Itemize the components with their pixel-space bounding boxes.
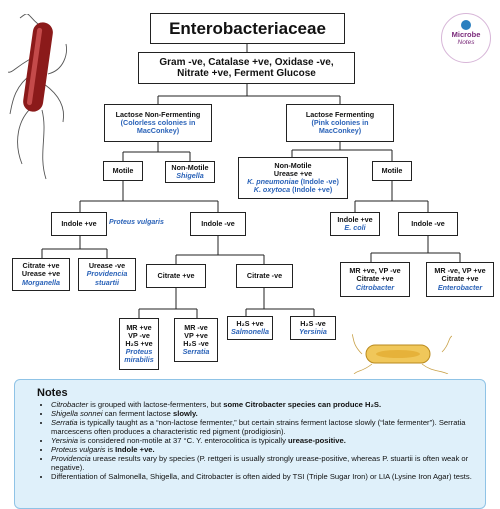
- organism-name: Yersinia: [299, 327, 327, 336]
- box-label: Non-Motile: [274, 160, 312, 170]
- motile-left-box: Motile: [103, 161, 143, 181]
- box-label: MR +ve, VP -ve: [349, 266, 401, 276]
- box-label: Citrate +ve: [441, 274, 479, 284]
- indole-negative-right-box: Indole -ve: [398, 212, 458, 236]
- enterobacter-box: MR -ve, VP +ve Citrate +ve Enterobacter: [426, 262, 494, 297]
- indole-positive-left-box: Indole +ve: [51, 212, 107, 236]
- lactose-non-fermenting-box: Lactose Non-Fermenting (Colorless coloni…: [104, 104, 212, 142]
- globe-icon: [461, 20, 471, 30]
- box-label: VP +ve: [184, 330, 208, 340]
- note-item: Providencia urease results vary by speci…: [51, 454, 475, 473]
- box-label: Urease +ve: [21, 269, 61, 279]
- motile-right-box: Motile: [372, 161, 412, 181]
- organism-name: Serratia: [182, 347, 210, 357]
- citrate-negative-box: Citrate -ve: [236, 264, 293, 288]
- logo-subtext: Notes: [457, 39, 475, 46]
- box-heading: Lactose Non-Fermenting: [115, 109, 201, 119]
- box-label: Motile: [381, 165, 403, 175]
- lactose-fermenting-box: Lactose Fermenting (Pink colonies in Mac…: [286, 104, 394, 142]
- box-label: MR +ve: [126, 322, 152, 332]
- organism-name: Salmonella: [231, 327, 269, 336]
- citrate-positive-box: Citrate +ve: [146, 264, 206, 288]
- organism-name: Morganella: [22, 277, 60, 287]
- organism-note: (Indole +ve): [290, 185, 333, 195]
- box-sub: MacConkey): [318, 126, 362, 136]
- yersinia-box: H₂S -ve Yersinia: [290, 316, 336, 340]
- box-label: Citrate +ve: [356, 274, 394, 284]
- microbe-notes-logo: Microbe Notes: [441, 13, 491, 63]
- box-heading: Lactose Fermenting: [305, 109, 375, 119]
- box-label: Indole +ve: [61, 218, 97, 228]
- rod-bacterium-illustration: [8, 14, 67, 180]
- citrate-urease-box: Citrate +ve Urease +ve Morganella: [12, 258, 70, 291]
- organism-name: Proteus: [125, 347, 153, 357]
- serratia-box: MR -ve VP +ve H₂S -ve Serratia: [174, 318, 218, 362]
- organism-name: Providencia: [86, 269, 128, 279]
- box-label: Non-Motile: [171, 162, 209, 172]
- root-traits-box: Gram -ve, Catalase +ve, Oxidase -ve, Nit…: [138, 52, 355, 84]
- indole-negative-left-box: Indole -ve: [190, 212, 246, 236]
- organism-name: Enterobacter: [437, 282, 483, 292]
- box-label: VP -ve: [128, 330, 150, 340]
- notes-list: Citrobacter is grouped with lactose-ferm…: [37, 400, 475, 482]
- box-label: MR -ve: [184, 322, 208, 332]
- note-item: Differentiation of Salmonella, Shigella,…: [51, 472, 475, 482]
- box-label: Citrate +ve: [22, 261, 60, 271]
- box-label: Citrate +ve: [157, 270, 195, 280]
- salmonella-box: H₂S +ve Salmonella: [227, 316, 273, 340]
- title-text: Enterobacteriaceae: [169, 18, 326, 38]
- box-label: Indole -ve: [411, 218, 445, 228]
- organism-name: stuartii: [95, 277, 119, 287]
- note-item: Proteus vulgaris is Indole +ve.: [51, 445, 475, 455]
- box-label: H₂S +ve: [236, 318, 264, 328]
- box-label: Urease -ve: [88, 261, 126, 271]
- note-item: Citrobacter is grouped with lactose-ferm…: [51, 400, 475, 410]
- proteus-mirabilis-box: MR +ve VP -ve H₂S +ve Proteus mirabilis: [119, 318, 159, 370]
- box-label: Urease +ve: [273, 168, 313, 178]
- trait-line: Gram -ve, Catalase +ve, Oxidase -ve,: [159, 56, 334, 68]
- organism-note: (Indole -ve): [298, 177, 339, 186]
- box-label: MR -ve, VP +ve: [434, 266, 486, 276]
- box-label: Citrate -ve: [246, 270, 283, 280]
- indole-positive-right-box: Indole +ve E. coli: [330, 212, 380, 236]
- proteus-vulgaris-label: Proteus vulgaris: [109, 219, 164, 226]
- box-sub: MacConkey): [136, 126, 180, 136]
- note-item: Serratia is typically taught as a “non-l…: [51, 418, 475, 437]
- note-item: Shigella sonnei can ferment lactose slow…: [51, 409, 475, 419]
- page-title: Enterobacteriaceae: [150, 13, 345, 44]
- notes-heading: Notes: [37, 387, 68, 399]
- box-label: H₂S -ve: [300, 318, 326, 328]
- box-label: H₂S +ve: [125, 338, 153, 348]
- yellow-bacterium-illustration: [352, 334, 452, 374]
- organism-name: K. oxytoca: [253, 185, 291, 195]
- trait-line: Nitrate +ve, Ferment Glucose: [177, 68, 316, 79]
- organism-name: K. pneumoniae: [247, 177, 299, 186]
- note-item: Yersinia is considered non-motile at 37 …: [51, 436, 475, 446]
- organism-name: mirabilis: [124, 355, 154, 365]
- non-motile-left-box: Non-Motile Shigella: [165, 161, 215, 183]
- notes-panel: Notes Citrobacter is grouped with lactos…: [14, 379, 486, 509]
- organism-name: Shigella: [176, 171, 204, 180]
- box-label: Indole -ve: [201, 218, 235, 228]
- organism-name: Citrobacter: [355, 282, 395, 292]
- box-sub: (Pink colonies in: [311, 117, 369, 127]
- organism-name: E. coli: [344, 223, 366, 232]
- box-sub: (Colorless colonies in: [120, 117, 196, 127]
- box-label: Motile: [112, 165, 134, 175]
- logo-text: Microbe: [451, 30, 481, 39]
- box-label: Indole +ve: [337, 214, 373, 224]
- non-motile-right-box: Non-Motile Urease +ve K. pneumoniae (Ind…: [238, 157, 348, 199]
- box-label: H₂S -ve: [183, 339, 209, 348]
- citrobacter-box: MR +ve, VP -ve Citrate +ve Citrobacter: [340, 262, 410, 297]
- urease-negative-box: Urease -ve Providencia stuartii: [78, 258, 136, 291]
